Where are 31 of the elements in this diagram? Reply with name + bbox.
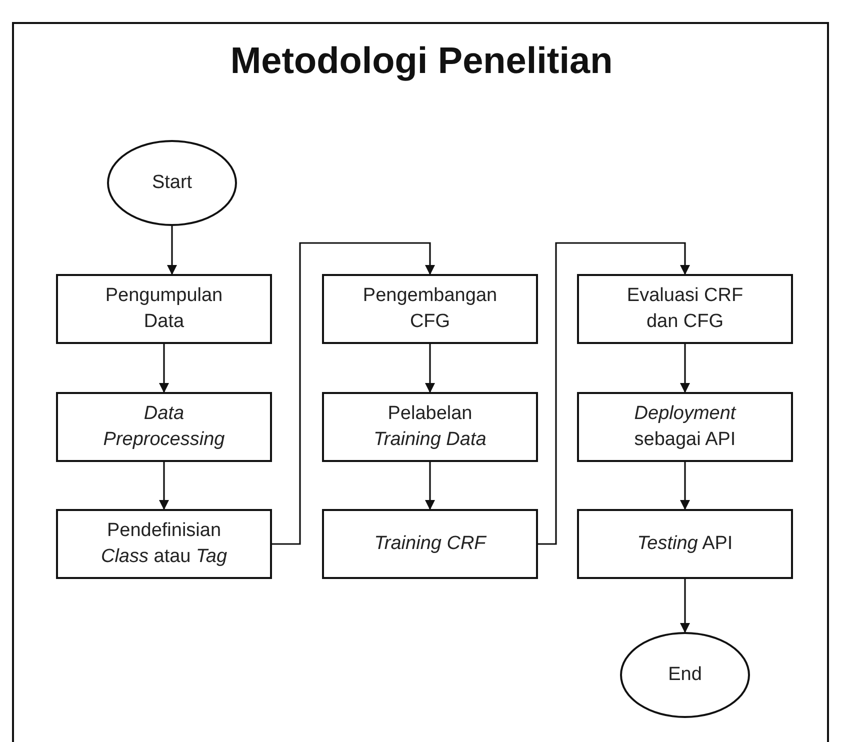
arrow [425,462,435,510]
node-label: Training CRF [374,532,486,556]
arrow [680,462,690,510]
arrow [159,344,169,393]
process-box [322,392,538,462]
arrow [680,344,690,393]
node-label: Testing API [637,532,733,556]
node-label: Deployment sebagai API [633,402,738,452]
arrow [538,242,690,545]
node-label: Evaluasi CRF dan CFG [626,284,744,334]
process-box [56,274,272,344]
process-box [577,274,793,344]
process-box [577,509,793,579]
node-label: Pengembangan CFG [362,284,498,334]
node-label: End [668,663,702,688]
process-box [322,274,538,344]
node-label: Data Preprocessing [102,402,226,452]
node-label: Pelabelan Training Data [372,402,488,452]
arrow [680,579,690,633]
diagram-title: Metodologi Penelitian [229,40,614,82]
node-label: Start [152,171,192,196]
arrow [425,344,435,393]
process-box [577,392,793,462]
process-box [322,509,538,579]
process-box [56,392,272,462]
arrow [272,242,435,545]
node-label: Pendefinisian Class atau Tag [100,519,228,569]
process-box [56,509,272,579]
arrow [167,226,177,275]
node-label: Pengumpulan Data [104,284,224,334]
arrow [159,462,169,510]
